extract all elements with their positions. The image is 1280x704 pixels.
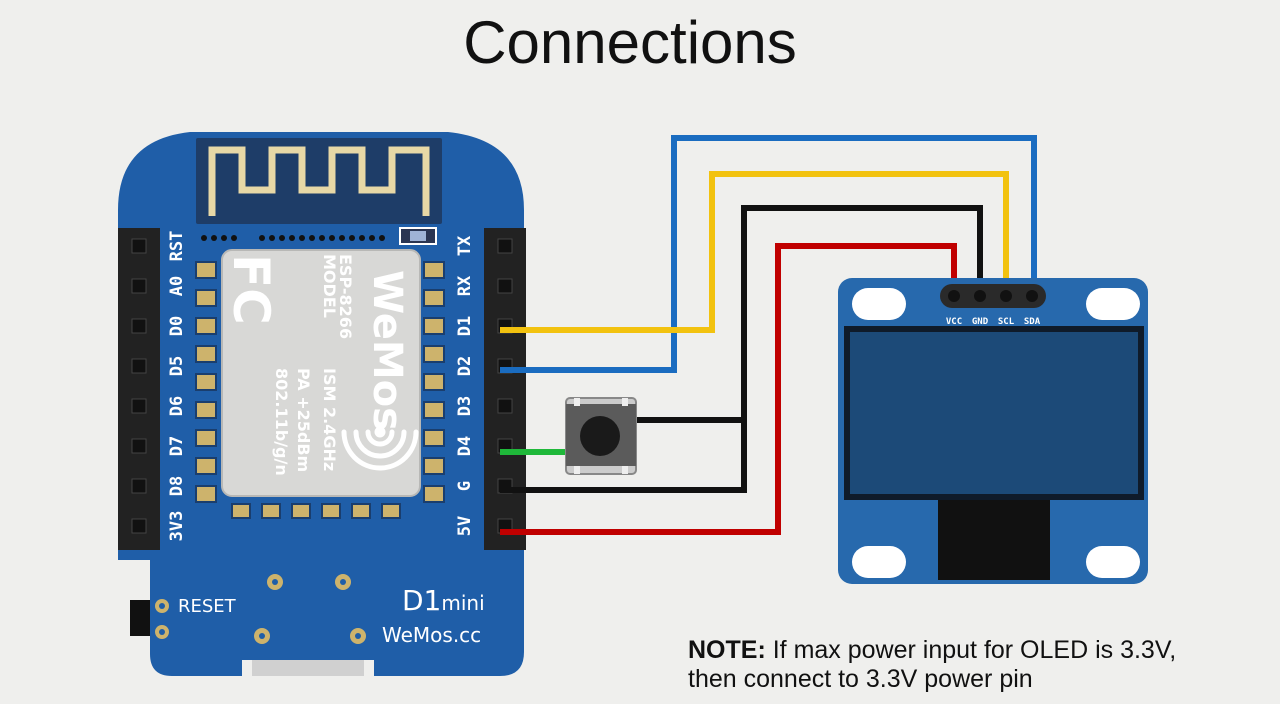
oled-pin-labels: VCC GND SCL SDA	[946, 317, 1041, 327]
oled-pin-gnd: GND	[972, 317, 989, 327]
left-header	[118, 228, 160, 550]
left-pin-label-a0: A0	[167, 276, 187, 296]
right-header	[484, 228, 526, 550]
page-title: Connections	[463, 9, 797, 76]
chip-standard: 802.11b/g/n	[272, 368, 291, 476]
chip-model: ESP-8266	[336, 254, 355, 339]
oled-ribbon	[938, 500, 1050, 580]
left-pin-label-d0: D0	[167, 316, 187, 336]
chip-labels: FC MODEL ESP-8266 ISM 2.4GHz PA +25dBm 8…	[222, 254, 419, 476]
oled-screen	[850, 332, 1138, 494]
right-pin-label-rx: RX	[455, 275, 475, 296]
oled-mount-holes	[852, 288, 1140, 578]
left-pin-label-d6: D6	[167, 396, 187, 416]
note: NOTE: If max power input for OLED is 3.3…	[688, 636, 1280, 694]
wire-scl	[500, 171, 1009, 333]
wire-vcc	[500, 243, 957, 535]
reset-button[interactable]	[130, 600, 150, 636]
push-button-cap[interactable]	[580, 416, 620, 456]
right-pin-label-g: G	[455, 481, 475, 491]
chip-model-label: MODEL	[320, 254, 339, 318]
reset-label: RESET	[178, 596, 237, 617]
oled-pin-sda: SDA	[1024, 317, 1041, 327]
left-pin-hole-rst	[131, 238, 147, 254]
push-button	[565, 397, 637, 475]
d1-mini-board: FC MODEL ESP-8266 ISM 2.4GHz PA +25dBm 8…	[118, 132, 526, 676]
left-pin-label-d8: D8	[167, 476, 187, 496]
left-pin-hole-d0	[131, 318, 147, 334]
antenna-trace	[208, 146, 430, 216]
left-pin-hole-a0	[131, 278, 147, 294]
left-pin-label-3v3: 3V3	[167, 511, 187, 542]
right-pin-hole-d3	[497, 398, 513, 414]
wires	[500, 135, 1037, 535]
module-pads	[195, 261, 445, 519]
right-pin-hole-tx	[497, 238, 513, 254]
right-pin-label-5v: 5V	[455, 516, 475, 536]
left-pin-hole-d8	[131, 478, 147, 494]
oled-pin-header	[940, 284, 1046, 308]
oled-display: VCC GND SCL SDA	[838, 278, 1148, 584]
note-line2: then connect to 3.3V power pin	[688, 665, 1033, 693]
left-pin-label-rst: RST	[167, 231, 187, 262]
antenna-area	[196, 138, 442, 224]
chip-freq: ISM 2.4GHz	[320, 368, 339, 471]
left-pin-holes	[131, 238, 147, 534]
chip-power: PA +25dBm	[294, 368, 313, 472]
board-name-prefix: D1	[402, 584, 441, 617]
note-line1: If max power input for OLED is 3.3V,	[772, 636, 1177, 664]
chip-fcc: FC	[222, 254, 280, 325]
board-name: D1mini	[402, 584, 485, 617]
left-pin-hole-d7	[131, 438, 147, 454]
wire-gnd	[500, 205, 983, 493]
usb-port	[252, 660, 364, 676]
right-pin-hole-rx	[497, 278, 513, 294]
left-pin-label-d7: D7	[167, 436, 187, 456]
left-pin-hole-d5	[131, 358, 147, 374]
left-pin-label-d5: D5	[167, 356, 187, 376]
oled-pin-scl: SCL	[998, 317, 1015, 327]
oled-pin-vcc: VCC	[946, 317, 962, 327]
left-pin-hole-3v3	[131, 518, 147, 534]
note-label: NOTE:	[688, 636, 766, 664]
right-pin-label-d2: D2	[455, 356, 475, 376]
wifi-icon	[341, 426, 419, 471]
left-pin-hole-d6	[131, 398, 147, 414]
right-pin-label-d4: D4	[455, 436, 475, 456]
right-pin-label-d1: D1	[455, 316, 475, 336]
board-site: WeMos.cc	[382, 623, 481, 647]
right-pin-label-d3: D3	[455, 396, 475, 416]
board-name-suffix: mini	[441, 591, 484, 615]
via-dots	[201, 235, 385, 241]
right-pin-label-tx: TX	[455, 235, 475, 256]
chip-brand: WeMos	[364, 270, 410, 431]
wire-sda	[500, 135, 1037, 373]
